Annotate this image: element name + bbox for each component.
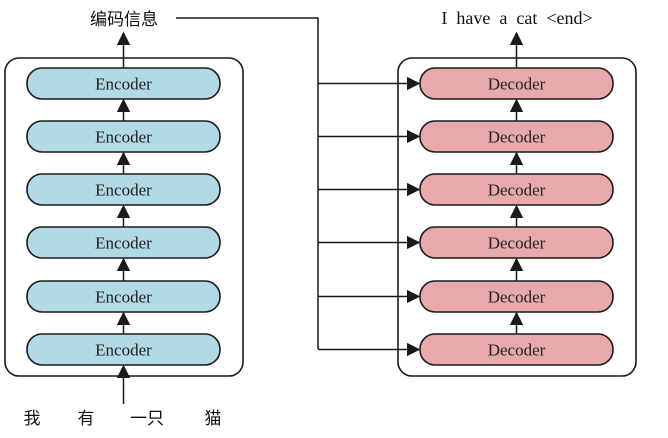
encoded-info-bus <box>176 17 319 349</box>
decoder-block-label: Decoder <box>488 128 546 147</box>
input-token: 猫 <box>205 409 222 429</box>
encoder-block-label: Encoder <box>95 128 152 147</box>
encoder-block-label: Encoder <box>95 341 152 360</box>
decoder-block-label: Decoder <box>488 181 546 200</box>
encoder-block-label: Encoder <box>95 288 152 307</box>
encoder-block-label: Encoder <box>95 234 152 253</box>
encoder-block-label: Encoder <box>95 181 152 200</box>
decoder-output-text: I have a cat <end> <box>441 8 592 28</box>
input-token: 有 <box>78 409 95 429</box>
flow-arrows <box>116 17 524 404</box>
decoder-block-label: Decoder <box>488 288 546 307</box>
decoder-block-label: Decoder <box>488 75 546 94</box>
decoder-block-label: Decoder <box>488 341 546 360</box>
encoder-output-label: 编码信息 <box>90 10 158 30</box>
decoder-block-label: Decoder <box>488 234 546 253</box>
decoder-blocks: DecoderDecoderDecoderDecoderDecoderDecod… <box>419 67 614 366</box>
encoder-block-label: Encoder <box>95 75 152 94</box>
input-token: 我 <box>24 409 41 429</box>
input-token: 一只 <box>130 409 164 429</box>
